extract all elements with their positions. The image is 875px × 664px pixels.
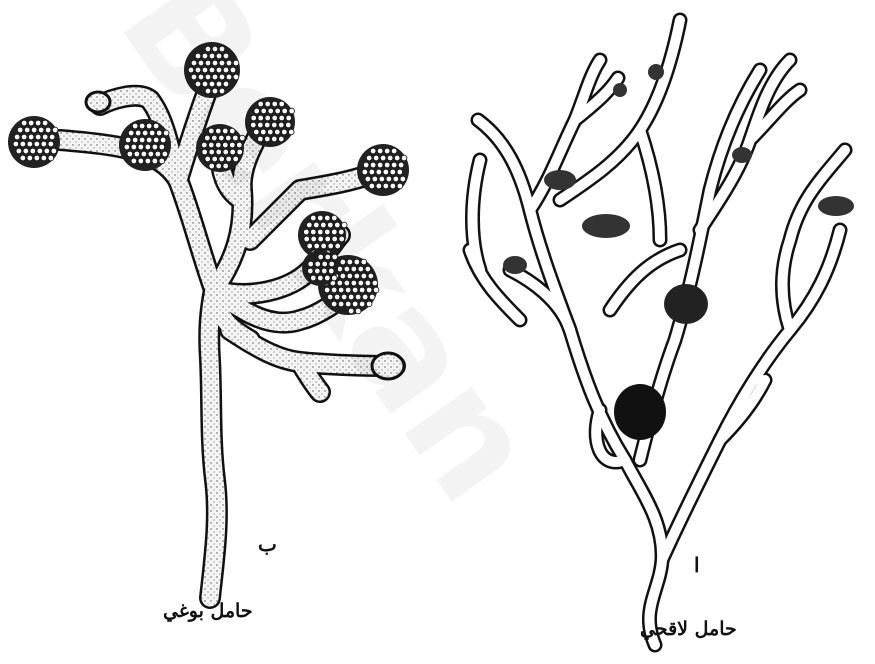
sporangium xyxy=(184,42,240,98)
figure-b-caption: حامل بوغي xyxy=(163,600,253,622)
zygospore xyxy=(614,384,666,440)
gametangia-pair xyxy=(503,256,527,274)
sporangium xyxy=(8,116,60,168)
gametangia-pair xyxy=(582,214,630,238)
gametangia-pair xyxy=(648,64,664,80)
sporangium xyxy=(119,119,171,171)
gametangia-pair xyxy=(544,170,576,190)
sporangium xyxy=(245,97,295,147)
gametangia-pair xyxy=(732,147,752,163)
gametangia-pair xyxy=(818,196,854,216)
figure-a-letter: ا xyxy=(694,553,700,577)
zygospore xyxy=(664,284,708,324)
sporangium xyxy=(302,250,338,286)
gametangia-pair xyxy=(613,83,627,97)
zygophore-figure xyxy=(470,20,854,645)
figure-a-caption: حامل لاقحي xyxy=(640,618,737,640)
figure-b-letter: ب xyxy=(258,532,277,556)
sporangiophore-figure xyxy=(8,42,409,598)
sporangium xyxy=(357,144,409,196)
